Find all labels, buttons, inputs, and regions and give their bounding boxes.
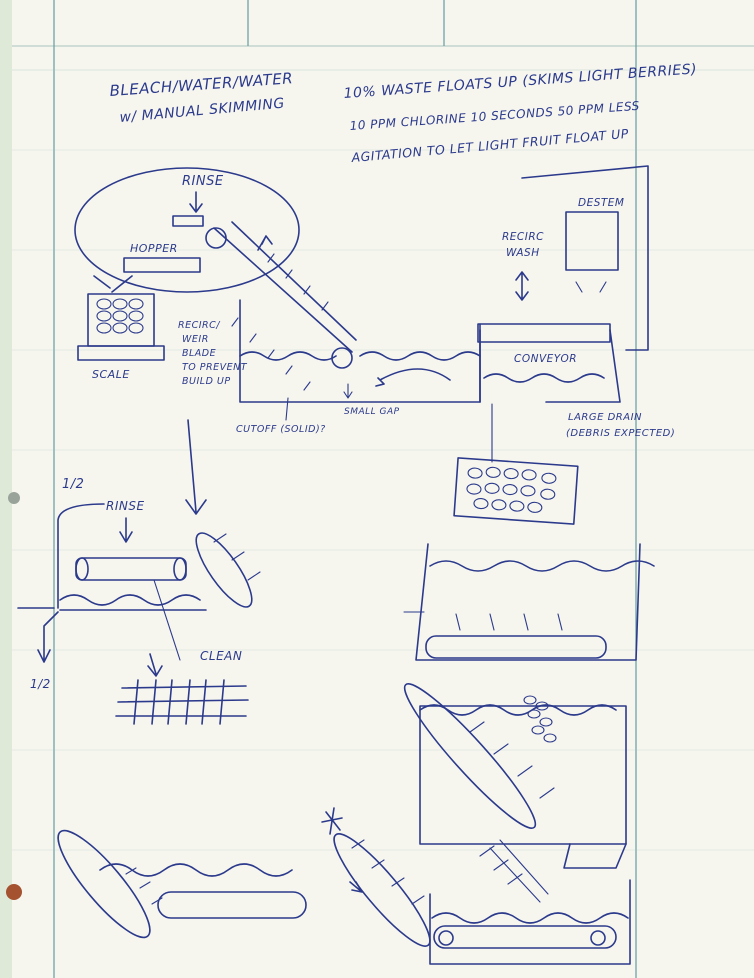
label-small-gap: SMALL GAP [344,407,400,417]
label-recirc-weir-2: WEIR [182,334,209,345]
label-half-bottom: 1/2 [30,677,51,691]
label-clean: CLEAN [200,649,242,663]
label-conveyor: CONVEYOR [514,353,577,365]
label-large-drain-1: LARGE DRAIN [568,412,642,423]
label-recirc-weir-4: TO PREVENT [182,362,248,373]
binder-hole [6,884,22,900]
label-scale: SCALE [92,368,130,381]
binder-hole [8,492,20,504]
label-large-drain-2: (DEBRIS EXPECTED) [566,428,675,439]
label-cutoff: CUTOFF (SOLID)? [236,424,326,435]
label-destem: DESTEM [578,197,625,209]
label-rinse: RINSE [182,174,224,189]
label-rinse-bottom: RINSE [106,499,145,513]
label-recirc-weir-3: BLADE [182,348,216,359]
label-recirc-wash-2: WASH [506,247,540,259]
label-recirc-weir-1: RECIRC/ [178,320,221,331]
label-hopper: HOPPER [130,242,178,255]
label-half-top: 1/2 [62,477,84,492]
label-recirc-wash-1: RECIRC [502,231,544,243]
label-recirc-weir-5: BUILD UP [182,376,231,387]
